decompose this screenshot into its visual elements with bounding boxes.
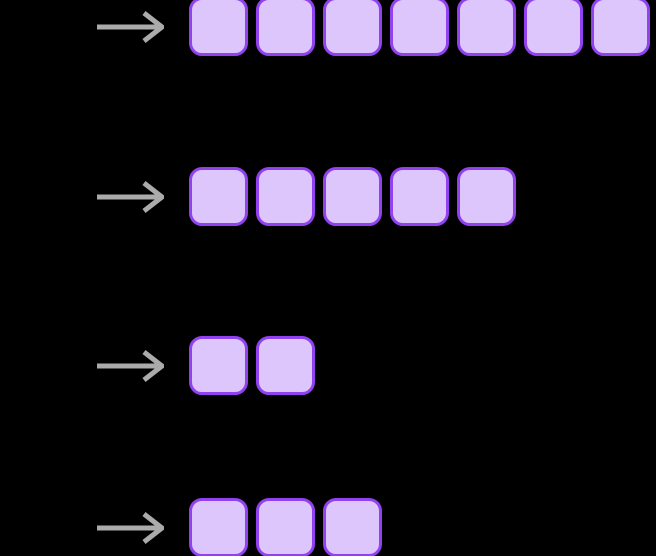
token-square-strip	[189, 336, 315, 395]
token-square	[457, 167, 516, 226]
token-square-strip	[189, 498, 382, 556]
token-square	[591, 0, 650, 56]
right-arrow-icon	[97, 180, 164, 213]
token-square	[189, 498, 248, 556]
sequence-row	[0, 0, 656, 56]
row-arrow	[96, 167, 164, 226]
token-square	[323, 0, 382, 56]
token-square	[256, 0, 315, 56]
sequence-row	[0, 498, 656, 556]
token-square-strip	[189, 0, 650, 56]
token-square	[256, 498, 315, 556]
token-square	[323, 167, 382, 226]
token-square-strip	[189, 167, 516, 226]
right-arrow-icon	[97, 10, 164, 43]
token-square	[390, 167, 449, 226]
token-square	[256, 167, 315, 226]
sequence-row	[0, 167, 656, 226]
right-arrow-icon	[97, 511, 164, 544]
row-arrow	[96, 336, 164, 395]
token-square	[457, 0, 516, 56]
row-arrow	[96, 0, 164, 56]
token-square	[323, 498, 382, 556]
token-square	[189, 167, 248, 226]
token-square	[524, 0, 583, 56]
token-square	[256, 336, 315, 395]
sequence-row	[0, 336, 656, 395]
right-arrow-icon	[97, 349, 164, 382]
token-square	[189, 336, 248, 395]
token-square	[189, 0, 248, 56]
token-square	[390, 0, 449, 56]
row-arrow	[96, 498, 164, 556]
